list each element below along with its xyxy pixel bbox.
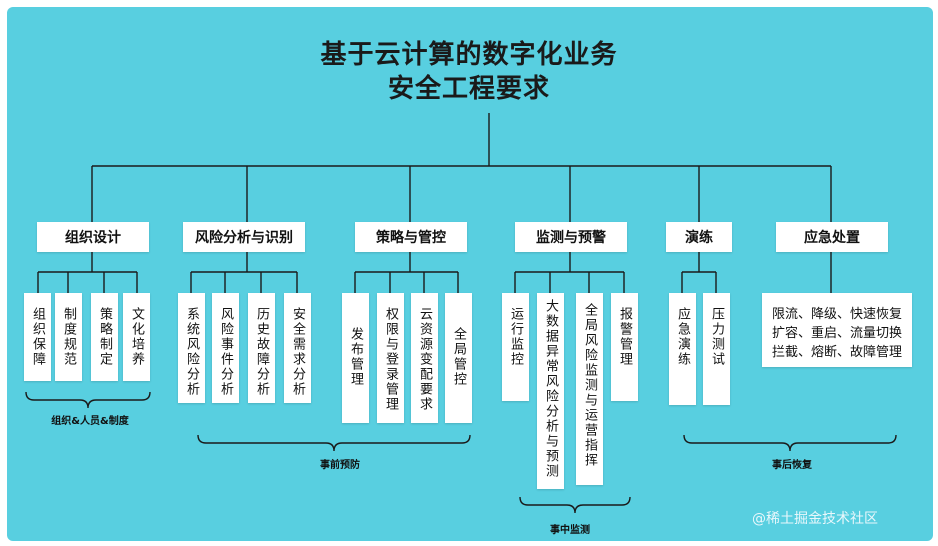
category-drills: 演练 [666,222,732,252]
bracket-label-in-monitoring: 事中监测 [550,525,590,536]
item-bigdata-risk: 大数据异常风险分析与预测 [537,293,564,489]
bracket-pre [197,434,471,452]
item-stress-test: 压力测试 [703,293,730,405]
item-emergency-drill: 应急演练 [669,293,696,405]
item-release-mgmt: 发布管理 [342,293,369,423]
emergency-line-3: 拦截、熔断、故障管理 [772,345,903,360]
diagram-title-line-2: 安全工程要求 [387,74,550,104]
category-org-design: 组织设计 [37,222,149,252]
item-permission-login: 权限与登录管理 [377,293,404,423]
item-system-risk: 系统风险分析 [178,293,205,403]
item-global-control: 全局管控 [445,293,472,423]
bracket-org [25,391,151,409]
diagram-canvas [7,7,933,541]
item-org-guarantee: 组织保障 [24,293,51,381]
category-strategy-control: 策略与管控 [355,222,467,252]
item-strategy-making: 策略制定 [91,293,118,381]
category-emergency-response: 应急处置 [776,222,888,252]
bracket-in [519,496,631,514]
item-policy-norms: 制度规范 [55,293,82,381]
emergency-line-2: 扩容、重启、流量切换 [772,326,903,341]
item-cloud-change: 云资源变配要求 [411,293,438,423]
item-risk-event: 风险事件分析 [212,293,239,403]
emergency-line-1: 限流、降级、快速恢复 [772,307,903,322]
bracket-label-post-recovery: 事后恢复 [772,460,812,471]
item-security-needs: 安全需求分析 [284,293,311,403]
item-emergency-actions: 限流、降级、快速恢复 扩容、重启、流量切换 拦截、熔断、故障管理 [762,293,912,367]
item-global-risk-monitor: 全局风险监测与运营指挥 [576,293,603,485]
category-monitoring-alert: 监测与预警 [515,222,627,252]
watermark: @稀土掘金技术社区 [752,511,878,527]
bracket-post [683,434,897,452]
item-alarm-mgmt: 报警管理 [611,293,638,401]
category-risk-analysis: 风险分析与识别 [183,222,305,252]
item-run-monitor: 运行监控 [502,293,529,401]
item-culture: 文化培养 [123,293,150,381]
bracket-label-org-people-policy: 组织&人员&制度 [51,416,129,427]
item-history-fault: 历史故障分析 [248,293,275,403]
bracket-label-pre-prevention: 事前预防 [320,460,360,471]
diagram-title-line-1: 基于云计算的数字化业务 [320,40,618,70]
